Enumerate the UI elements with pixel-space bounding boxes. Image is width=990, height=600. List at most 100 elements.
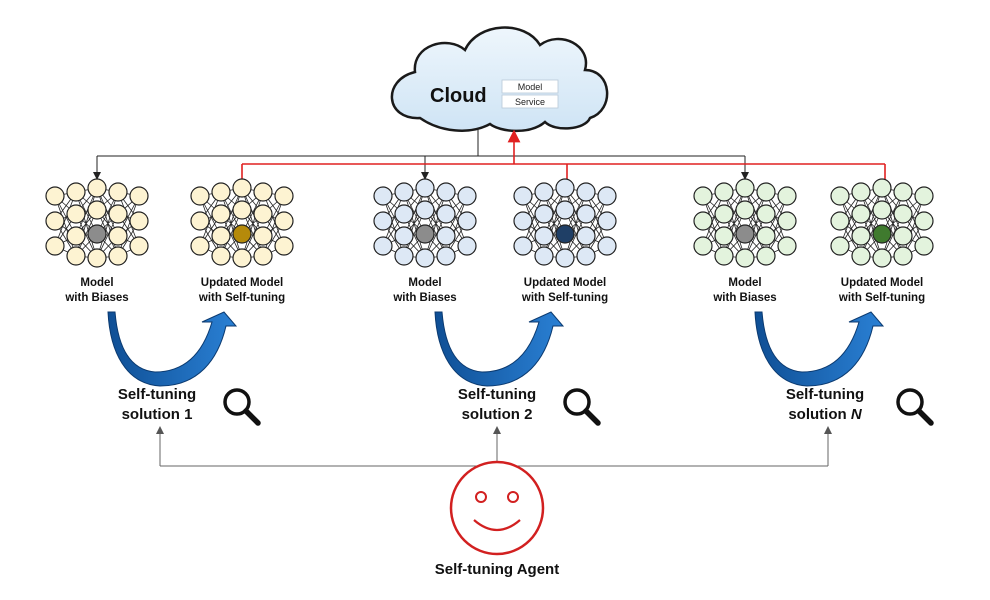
network-edge [902, 195, 925, 257]
network-node [253, 246, 273, 266]
network-node [232, 248, 252, 268]
network-node [534, 246, 554, 266]
networks [45, 178, 934, 268]
network-node [394, 226, 414, 246]
network-node [534, 204, 554, 224]
solution-3-line1: Self-tuning [786, 386, 864, 403]
cloud-chip-model-label: Model [518, 82, 543, 92]
magnifier-icon [563, 388, 601, 426]
network-node [211, 204, 231, 224]
agent-label: Self-tuning Agent [435, 561, 559, 578]
network-node [394, 246, 414, 266]
neural-network-icon [190, 178, 294, 268]
network-edge [445, 191, 468, 247]
network-node [893, 246, 913, 266]
network-edge [262, 191, 285, 247]
network-node [45, 211, 65, 231]
network-center-node [872, 224, 892, 244]
neural-network-icon [45, 178, 149, 268]
network-node [576, 226, 596, 246]
cloud-icon [390, 26, 609, 133]
network-edge [522, 195, 545, 257]
network-node [108, 204, 128, 224]
neural-network-icon [373, 178, 477, 268]
updated-label-3-line2: with Self-tuning [838, 292, 925, 304]
curved-arrow-icon [107, 311, 238, 387]
network-node [777, 186, 797, 206]
network-node [66, 204, 86, 224]
network-node [66, 226, 86, 246]
magnifiers [223, 388, 934, 426]
network-edge [445, 195, 468, 257]
cloud: Cloud Model Service [390, 26, 609, 133]
network-edge [702, 191, 725, 247]
network-edge [881, 191, 904, 259]
network-edge [424, 191, 447, 259]
network-edge [382, 195, 405, 257]
network-node [190, 211, 210, 231]
network-node [851, 226, 871, 246]
network-edge [262, 195, 285, 257]
network-edge [241, 191, 264, 259]
network-edge [543, 191, 566, 259]
network-node [274, 186, 294, 206]
network-edge [765, 195, 788, 257]
network-node [415, 248, 435, 268]
network-node [735, 178, 755, 198]
network-node [415, 200, 435, 220]
network-node [274, 211, 294, 231]
network-edge [522, 191, 545, 247]
model-label-1-line1: Model [80, 277, 113, 289]
network-node [66, 182, 86, 202]
network-node [274, 236, 294, 256]
updated-label-2-line2: with Self-tuning [521, 292, 608, 304]
network-node [373, 186, 393, 206]
network-node [576, 246, 596, 266]
network-node [555, 248, 575, 268]
network-node [756, 204, 776, 224]
network-edge [54, 191, 77, 247]
network-node [457, 186, 477, 206]
network-node [436, 204, 456, 224]
network-node [373, 211, 393, 231]
network-node [190, 186, 210, 206]
solution-3-n: N [851, 406, 863, 423]
network-node [777, 236, 797, 256]
network-node [893, 182, 913, 202]
network-node [129, 186, 149, 206]
download-lines [93, 128, 749, 180]
network-node [597, 186, 617, 206]
network-node [714, 226, 734, 246]
model-labels: Model with Biases Updated Model with Sel… [64, 277, 925, 304]
model-label-2-line2: with Biases [392, 292, 456, 304]
network-center-node [415, 224, 435, 244]
updated-label-2-line1: Updated Model [524, 277, 606, 289]
network-node [253, 226, 273, 246]
network-node [232, 178, 252, 198]
network-node [457, 211, 477, 231]
network-node [756, 246, 776, 266]
network-center-node [232, 224, 252, 244]
network-node [693, 236, 713, 256]
updated-label-3-line1: Updated Model [841, 277, 923, 289]
curved-arrows [107, 311, 885, 387]
network-node [129, 211, 149, 231]
model-label-2-line1: Model [408, 277, 441, 289]
network-edge [75, 191, 98, 259]
network-node [211, 246, 231, 266]
network-node [914, 211, 934, 231]
network-edge [744, 191, 767, 259]
neural-network-icon [830, 178, 934, 268]
network-node [555, 178, 575, 198]
network-node [872, 178, 892, 198]
solution-labels: Self-tuning solution 1 Self-tuning solut… [118, 386, 864, 423]
network-node [830, 236, 850, 256]
network-node [436, 182, 456, 202]
network-node [129, 236, 149, 256]
cloud-title: Cloud [430, 85, 487, 107]
network-node [373, 236, 393, 256]
network-node [253, 182, 273, 202]
network-node [576, 182, 596, 202]
network-edge [765, 191, 788, 247]
